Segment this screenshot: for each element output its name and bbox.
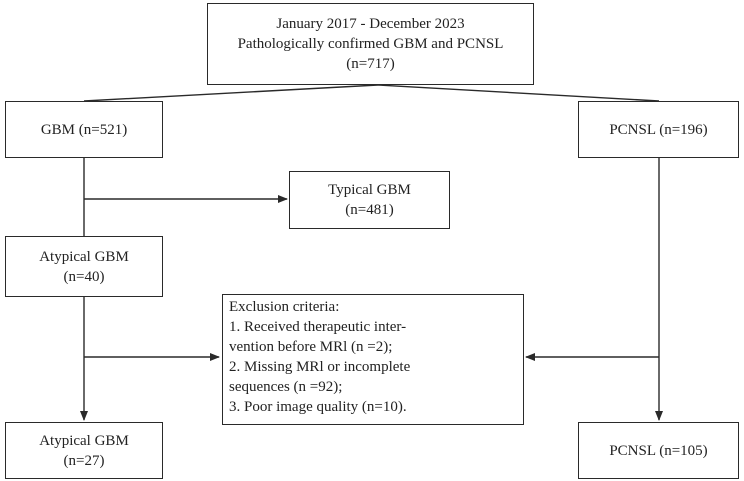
final-pcnsl-label: PCNSL (n=105): [609, 442, 708, 459]
exclusion-criteria-item: sequences (n =92);: [229, 379, 343, 395]
final-atypical-gbm-box: Atypical GBM (n=27): [5, 422, 163, 479]
total-cohort-box: January 2017 - December 2023 Pathologica…: [207, 3, 534, 85]
final-atypical-gbm-label: Atypical GBM: [39, 432, 129, 449]
exclusion-criteria-item: 1. Received therapeutic inter-: [229, 319, 407, 335]
exclusion-criteria-title: Exclusion criteria:: [229, 299, 340, 315]
final-atypical-gbm-count: (n=27): [63, 452, 105, 469]
gbm-label: GBM (n=521): [40, 121, 128, 138]
typical-gbm-label: Typical GBM: [328, 182, 411, 198]
exclusion-criteria-item: vention before MRl (n =2);: [229, 339, 393, 355]
total-cohort-period: January 2017 - December 2023: [276, 16, 465, 32]
exclusion-criteria-box: Exclusion criteria: 1. Received therapeu…: [222, 294, 524, 425]
typical-gbm-box: Typical GBM (n=481): [289, 171, 450, 229]
atypical-gbm-count: (n=40): [63, 268, 105, 285]
split-line-left: [83, 84, 379, 102]
typical-gbm-count: (n=481): [345, 202, 394, 218]
final-pcnsl-box: PCNSL (n=105): [578, 422, 739, 479]
exclusion-criteria-item: 2. Missing MRl or incomplete: [229, 359, 411, 375]
total-cohort-description: Pathologically confirmed GBM and PCNSL: [237, 36, 504, 52]
exclusion-criteria-item: 3. Poor image quality (n=10).: [229, 399, 407, 415]
gbm-box: GBM (n=521): [5, 101, 163, 158]
pcnsl-box: PCNSL (n=196): [578, 101, 739, 158]
pcnsl-label: PCNSL (n=196): [609, 121, 708, 138]
total-cohort-count: (n=717): [346, 56, 395, 72]
atypical-gbm-box: Atypical GBM (n=40): [5, 236, 163, 297]
split-line-right: [377, 84, 660, 102]
atypical-gbm-label: Atypical GBM: [39, 248, 129, 265]
